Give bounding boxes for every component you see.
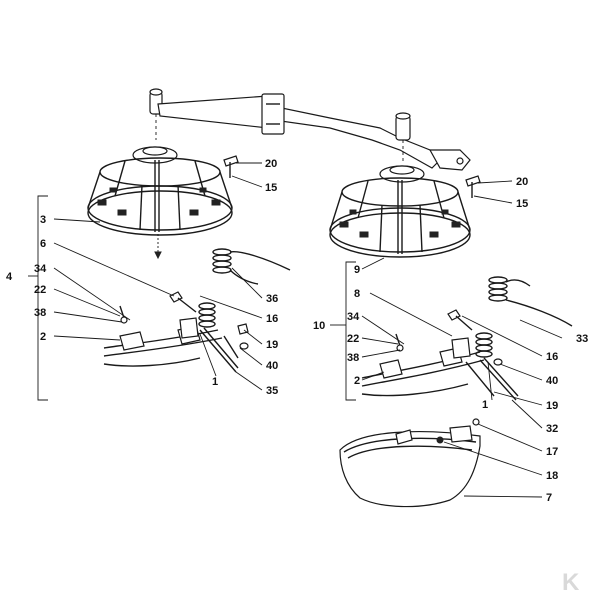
callout-20-right: 20	[516, 176, 528, 188]
callout-2-right: 2	[354, 375, 360, 387]
callout-35: 35	[266, 385, 278, 397]
callout-1-right: 1	[482, 399, 488, 411]
right-tine-assembly	[361, 276, 573, 401]
callout-34-left: 34	[34, 263, 47, 275]
callout-10: 10	[313, 320, 325, 332]
callout-16-left: 16	[266, 313, 278, 325]
callout-40-right: 40	[546, 375, 558, 387]
callout-38-left: 38	[34, 307, 46, 319]
callout-33: 33	[576, 333, 588, 345]
left-bolt-20-15	[223, 155, 239, 178]
callout-32: 32	[546, 423, 558, 435]
callout-15-right: 15	[516, 198, 528, 210]
group-brace-10	[330, 261, 356, 401]
spring-33	[488, 276, 573, 327]
callout-19-right: 19	[546, 400, 558, 412]
group-brace-4	[28, 195, 48, 401]
callout-3: 3	[40, 214, 46, 226]
spring-36	[212, 248, 291, 285]
callout-40-left: 40	[266, 360, 278, 372]
right-bolt-20-15	[465, 175, 481, 198]
callout-6: 6	[40, 238, 46, 250]
left-rotor-cage	[87, 146, 233, 260]
callout-9: 9	[354, 264, 360, 276]
guard-skid-7	[339, 418, 481, 508]
callout-19-left: 19	[266, 339, 278, 351]
callout-20-left: 20	[265, 158, 277, 170]
callout-labels: 20 15 3 6 4 34 22 38 2 36 16 19 40 1 35 …	[6, 158, 588, 504]
left-tine-assembly	[103, 248, 291, 373]
callout-8: 8	[354, 288, 360, 300]
brand-logo-mark: K	[562, 569, 580, 596]
callout-2-left: 2	[40, 331, 46, 343]
callout-38-right: 38	[347, 352, 359, 364]
callout-7: 7	[546, 492, 552, 504]
callout-36: 36	[266, 293, 278, 305]
callout-34-right: 34	[347, 311, 360, 323]
leader-lines	[53, 162, 563, 498]
callout-22-right: 22	[347, 333, 359, 345]
callout-18: 18	[546, 470, 558, 482]
main-frame-arm	[149, 88, 471, 171]
callout-4: 4	[6, 271, 13, 283]
right-rotor-cage	[329, 165, 471, 258]
brand-logo: K	[556, 564, 590, 596]
callout-15-left: 15	[265, 182, 277, 194]
callout-17: 17	[546, 446, 558, 458]
callout-22-left: 22	[34, 284, 46, 296]
callout-16-right: 16	[546, 351, 558, 363]
callout-1-left: 1	[212, 376, 218, 388]
